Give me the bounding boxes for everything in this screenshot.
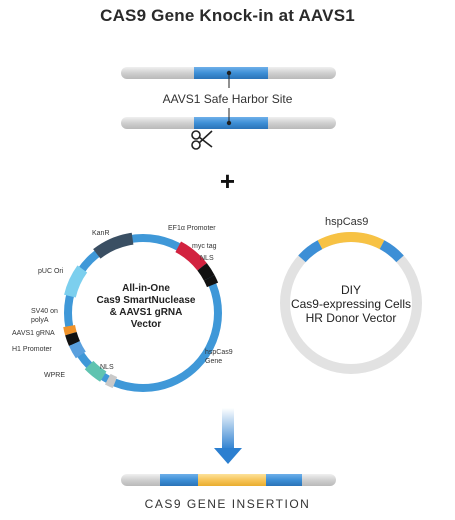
label-hspcas9-2: Gene xyxy=(205,358,223,365)
label-myc: myc tag xyxy=(192,243,217,250)
segment-nls-bottom xyxy=(104,373,118,389)
label-ef1a: EF1α Promoter xyxy=(168,225,216,232)
segment-ef1a xyxy=(175,241,207,271)
donor-vector xyxy=(280,232,422,374)
label-nls-top: NLS xyxy=(200,255,214,262)
label-puc: pUC Ori xyxy=(38,268,64,275)
donor-text-line: HR Donor Vector xyxy=(305,311,397,325)
segment-myc-tag xyxy=(197,263,215,281)
label-h1: H1 Promoter xyxy=(12,346,52,353)
plasmid-title-line: Vector xyxy=(130,319,162,330)
donor-right-arm xyxy=(379,240,404,263)
donor-cas9-insert xyxy=(317,232,385,250)
site-pointer xyxy=(226,70,232,126)
scissors-icon xyxy=(191,130,213,150)
label-wpre: WPRE xyxy=(44,372,65,379)
segment-puc xyxy=(64,265,88,298)
result-site-left xyxy=(160,474,198,486)
label-kan: KanR xyxy=(92,230,110,237)
all-in-one-plasmid xyxy=(63,232,222,392)
result-site-right xyxy=(266,474,302,486)
label-hspcas9-1: hspCas9 xyxy=(205,349,233,356)
label-sv40-1: SV40 on xyxy=(31,308,58,315)
aavs1-site-label: AAVS1 Safe Harbor Site xyxy=(162,92,293,106)
segment-aavs1-grna xyxy=(65,331,81,346)
insertion-label: CAS9 GENE INSERTION xyxy=(144,497,311,511)
donor-text: DIY Cas9-expressing Cells HR Donor Vecto… xyxy=(283,283,419,325)
donor-text-line: DIY xyxy=(340,283,361,297)
label-nls-bottom: NLS xyxy=(100,364,114,371)
down-arrow-icon xyxy=(214,408,242,464)
plasmid-title: All-in-One Cas9 SmartNuclease & AAVS1 gR… xyxy=(86,283,206,331)
label-sv40-2: polyA xyxy=(31,317,49,324)
chromosome-result xyxy=(121,474,336,486)
cas9-insert xyxy=(198,474,266,486)
page-title: CAS9 Gene Knock-in at AAVS1 xyxy=(100,6,355,25)
segment-sv40 xyxy=(63,324,77,336)
plus-symbol: + xyxy=(219,166,236,196)
plasmid-title-line: All-in-One xyxy=(122,283,170,294)
donor-left-arm xyxy=(298,240,323,263)
donor-text-line: Cas9-expressing Cells xyxy=(290,297,412,311)
donor-hspcas9-label: hspCas9 xyxy=(325,216,369,228)
segment-h1 xyxy=(69,340,86,359)
plasmid-title-line: & AAVS1 gRNA xyxy=(109,307,183,318)
label-aavs1-grna: AAVS1 gRNA xyxy=(12,330,55,337)
segment-wpre xyxy=(84,360,107,382)
segment-nls-top xyxy=(203,274,219,288)
plasmid-backbone xyxy=(64,234,222,392)
plasmid-title-line: Cas9 SmartNuclease xyxy=(96,295,196,306)
segment-kan xyxy=(93,232,134,259)
